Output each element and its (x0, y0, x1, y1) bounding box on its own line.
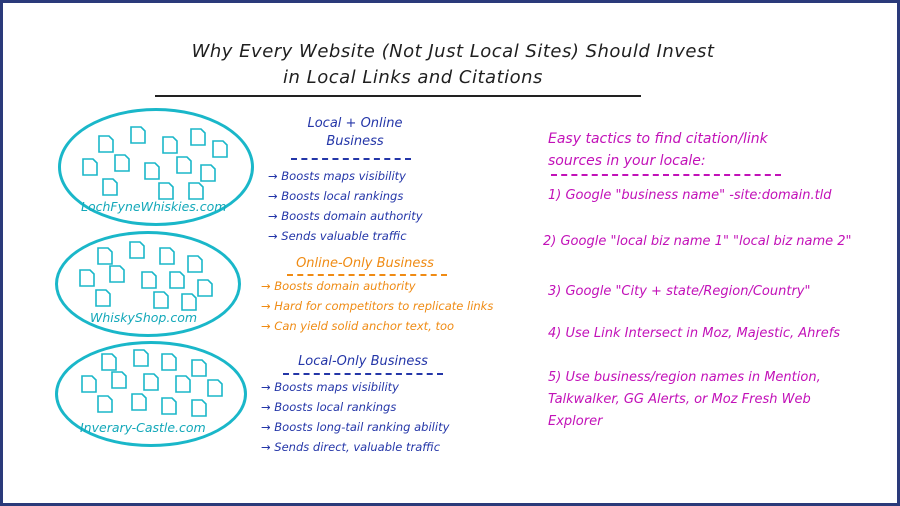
whiteboard: Why Every Website (Not Just Local Sites)… (3, 3, 897, 503)
list-item: → Boosts local rankings (261, 400, 397, 414)
list-item: → Hard for competitors to replicate link… (261, 299, 494, 313)
local-only-divider (283, 373, 443, 375)
online-only-divider (287, 274, 447, 276)
tactic-item-1: 1) Google "business name" -site:domain.t… (548, 188, 832, 203)
online-only-list: → Boosts domain authority → Hard for com… (261, 276, 493, 336)
list-item: → Boosts domain authority (268, 209, 423, 223)
site-pages-icon (82, 126, 228, 200)
list-item: → Boosts maps visibility (261, 380, 399, 394)
site-bubble-1: LochFyneWhiskies.com (58, 108, 254, 226)
local-online-title-line-2: Business (326, 134, 384, 149)
online-only-title: Online-Only Business (265, 255, 465, 273)
tactics-heading-line-2: sources in your locale: (548, 153, 706, 169)
title-underline (155, 95, 641, 97)
local-online-divider (291, 158, 411, 160)
tactics-heading-line-1: Easy tactics to find citation/link (548, 131, 768, 147)
tactics-divider (551, 174, 781, 176)
list-item: → Sends valuable traffic (268, 229, 407, 243)
local-only-list: → Boosts maps visibility → Boosts local … (261, 377, 449, 457)
local-online-title-line-1: Local + Online (307, 116, 403, 131)
title-line-2: in Local Links and Citations (283, 67, 543, 88)
local-only-title: Local-Only Business (273, 353, 453, 371)
tactic-item-5: 5) Use business/region names in Mention,… (548, 370, 821, 429)
site-bubble-3: Inverary-Castle.com (55, 341, 247, 447)
site-label: LochFyneWhiskies.com (81, 199, 227, 214)
site-label: WhiskyShop.com (90, 310, 198, 325)
online-only-title-line-1: Online-Only Business (296, 256, 434, 271)
site-label: Inverary-Castle.com (80, 420, 206, 435)
tactics-heading: Easy tactics to find citation/link sourc… (548, 128, 768, 172)
local-online-list: → Boosts maps visibility → Boosts local … (268, 166, 423, 246)
tactic-item-3: 3) Google "City + state/Region/Country" (548, 284, 811, 299)
tactic-item-4: 4) Use Link Intersect in Moz, Majestic, … (548, 326, 841, 341)
list-item: → Boosts long-tail ranking ability (261, 420, 450, 434)
local-only-title-line-1: Local-Only Business (298, 354, 428, 369)
list-item: → Can yield solid anchor text, too (261, 319, 455, 333)
list-item: → Boosts local rankings (268, 189, 404, 203)
site-pages-icon (79, 241, 213, 311)
local-online-title: Local + Online Business (265, 115, 445, 151)
site-pages-icon (81, 349, 223, 417)
list-item: → Sends direct, valuable traffic (261, 440, 441, 454)
list-item: → Boosts maps visibility (268, 169, 406, 183)
title-line-1: Why Every Website (Not Just Local Sites)… (191, 41, 715, 62)
list-item: → Boosts domain authority (261, 279, 416, 293)
site-bubble-2: WhiskyShop.com (55, 231, 241, 337)
tactic-item-2: 2) Google "local biz name 1" "local biz … (543, 234, 852, 249)
